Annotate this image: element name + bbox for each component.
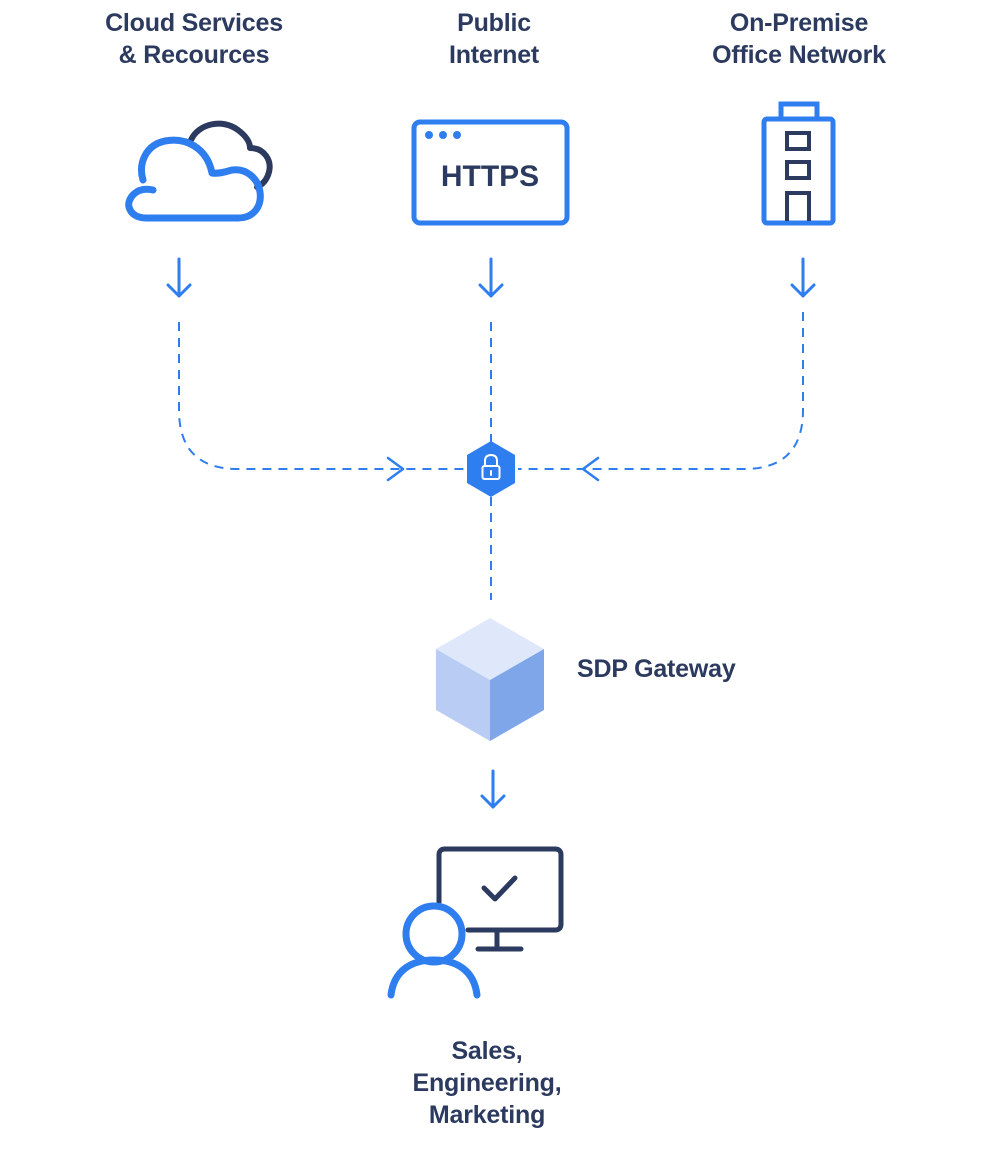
office-label-line2: Office Network bbox=[712, 41, 886, 69]
arrow-down-icon bbox=[480, 769, 506, 809]
window-dot-icon bbox=[439, 131, 447, 139]
sdp-gateway-label: SDP Gateway bbox=[577, 653, 837, 685]
checkmark-icon bbox=[481, 875, 518, 902]
office-label-line1: On-Premise bbox=[729, 9, 869, 37]
internet-label-line2: Internet bbox=[448, 41, 540, 69]
connector-office-to-lock bbox=[518, 312, 804, 470]
cloud-label-line1: Cloud Services bbox=[105, 9, 283, 37]
users-label-line2: Engineering, bbox=[412, 1069, 562, 1097]
https-badge-text: HTTPS bbox=[441, 160, 539, 193]
chevron-left-icon bbox=[581, 456, 600, 482]
public-internet-label: Public Internet bbox=[344, 7, 644, 71]
arrow-down-icon bbox=[478, 257, 504, 298]
cloud-services-label: Cloud Services & Recources bbox=[44, 7, 344, 71]
window-dot-icon bbox=[425, 131, 433, 139]
lock-icon bbox=[467, 441, 515, 497]
users-label: Sales, Engineering, Marketing bbox=[337, 1035, 637, 1131]
cloud-icon bbox=[125, 120, 273, 222]
users-label-line3: Marketing bbox=[428, 1101, 546, 1129]
user-computer-icon bbox=[387, 846, 564, 999]
browser-window-icon: HTTPS bbox=[411, 119, 570, 226]
gateway-label-text: SDP Gateway bbox=[577, 655, 736, 683]
users-label-line1: Sales, bbox=[451, 1037, 523, 1065]
internet-label-line1: Public bbox=[457, 9, 531, 37]
office-network-label: On-Premise Office Network bbox=[649, 7, 949, 71]
office-building-icon bbox=[761, 101, 836, 226]
chevron-right-icon bbox=[386, 456, 405, 482]
cube-icon bbox=[436, 618, 544, 741]
connector-cloud-to-lock bbox=[178, 322, 464, 470]
arrow-down-icon bbox=[166, 257, 192, 298]
window-dot-icon bbox=[453, 131, 461, 139]
arrow-down-icon bbox=[790, 257, 816, 298]
cloud-label-line2: & Recources bbox=[118, 41, 270, 69]
